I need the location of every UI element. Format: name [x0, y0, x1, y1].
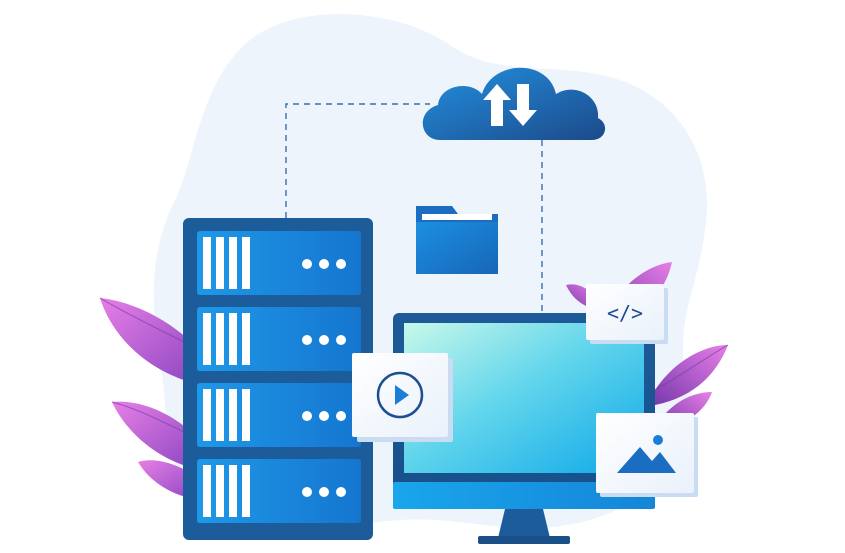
- video-card: [352, 353, 453, 442]
- download-arrow-icon: [509, 84, 537, 126]
- monitor-stand: [498, 509, 550, 538]
- upload-arrow-icon: [483, 84, 511, 126]
- play-circle: [376, 371, 424, 419]
- folder-icon: [416, 206, 498, 274]
- monitor-chin: [393, 482, 655, 509]
- monitor-base: [478, 536, 570, 544]
- image-icon: [617, 435, 676, 473]
- code-tag-text: </>: [607, 301, 643, 325]
- server-rack: [183, 218, 373, 540]
- image-card: [596, 413, 698, 497]
- play-icon: [395, 385, 409, 405]
- server-unit-4: [197, 459, 361, 523]
- cloud-icon: [422, 67, 606, 140]
- dashed-connection-lines: [285, 103, 543, 320]
- server-unit-2: [197, 307, 361, 371]
- code-card: </>: [586, 284, 668, 344]
- server-unit-1: [197, 231, 361, 295]
- server-unit-3: [197, 383, 361, 447]
